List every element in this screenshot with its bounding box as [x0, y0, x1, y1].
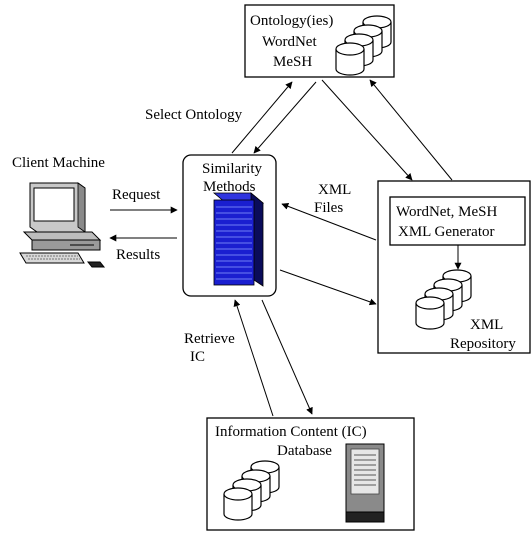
generator-to-ontology-arrow: [369, 79, 453, 181]
client-machine: Client Machine: [12, 155, 106, 268]
similarity-label: Similarity: [202, 161, 263, 177]
generator-line2: XML Generator: [398, 224, 495, 240]
xml-repository-label-1: XML: [470, 317, 503, 333]
request-label: Request: [112, 187, 161, 203]
xml-files-arrow: [281, 202, 377, 241]
retrieve-label: Retrieve: [184, 331, 235, 347]
results-label: Results: [116, 247, 160, 263]
client-machine-label: Client Machine: [12, 155, 105, 171]
connection-arrows: [109, 79, 453, 417]
ic-label-1: Information Content (IC): [215, 424, 367, 440]
xml-generator-repository-box: WordNet, MeSH XML Generator XML Reposito…: [377, 180, 531, 354]
ic-database-box: Information Content (IC) Database: [206, 417, 415, 531]
select-ontology-arrow: [231, 81, 293, 154]
wordnet-label: WordNet: [262, 34, 317, 50]
similarity-methods-box: Similarity Methods: [182, 154, 277, 297]
methods-label: Methods: [203, 179, 256, 195]
ic-label: IC: [190, 349, 205, 365]
ontology-label: Ontology(ies): [250, 13, 333, 29]
ontology-box: Ontology(ies) WordNet MeSH: [244, 4, 395, 78]
ic-server-icon: [345, 443, 385, 523]
xml-repository-label-2: Repository: [450, 336, 516, 352]
ic-query-arrow: [261, 299, 313, 415]
mesh-label: MeSH: [273, 54, 312, 70]
ontology-to-generator-arrow: [321, 79, 413, 181]
select-ontology-label: Select Ontology: [145, 107, 243, 123]
xml-files-label-2: Files: [314, 200, 343, 216]
desktop-computer-icon: [19, 182, 106, 268]
server-tower-icon: [212, 192, 265, 287]
xml-request-arrow: [279, 269, 377, 306]
ontology-response-arrow: [253, 81, 317, 154]
xml-files-label-1: XML: [318, 182, 351, 198]
ic-label-2: Database: [277, 443, 332, 459]
generator-line1: WordNet, MeSH: [396, 204, 497, 220]
retrieve-ic-arrow: [233, 299, 274, 417]
